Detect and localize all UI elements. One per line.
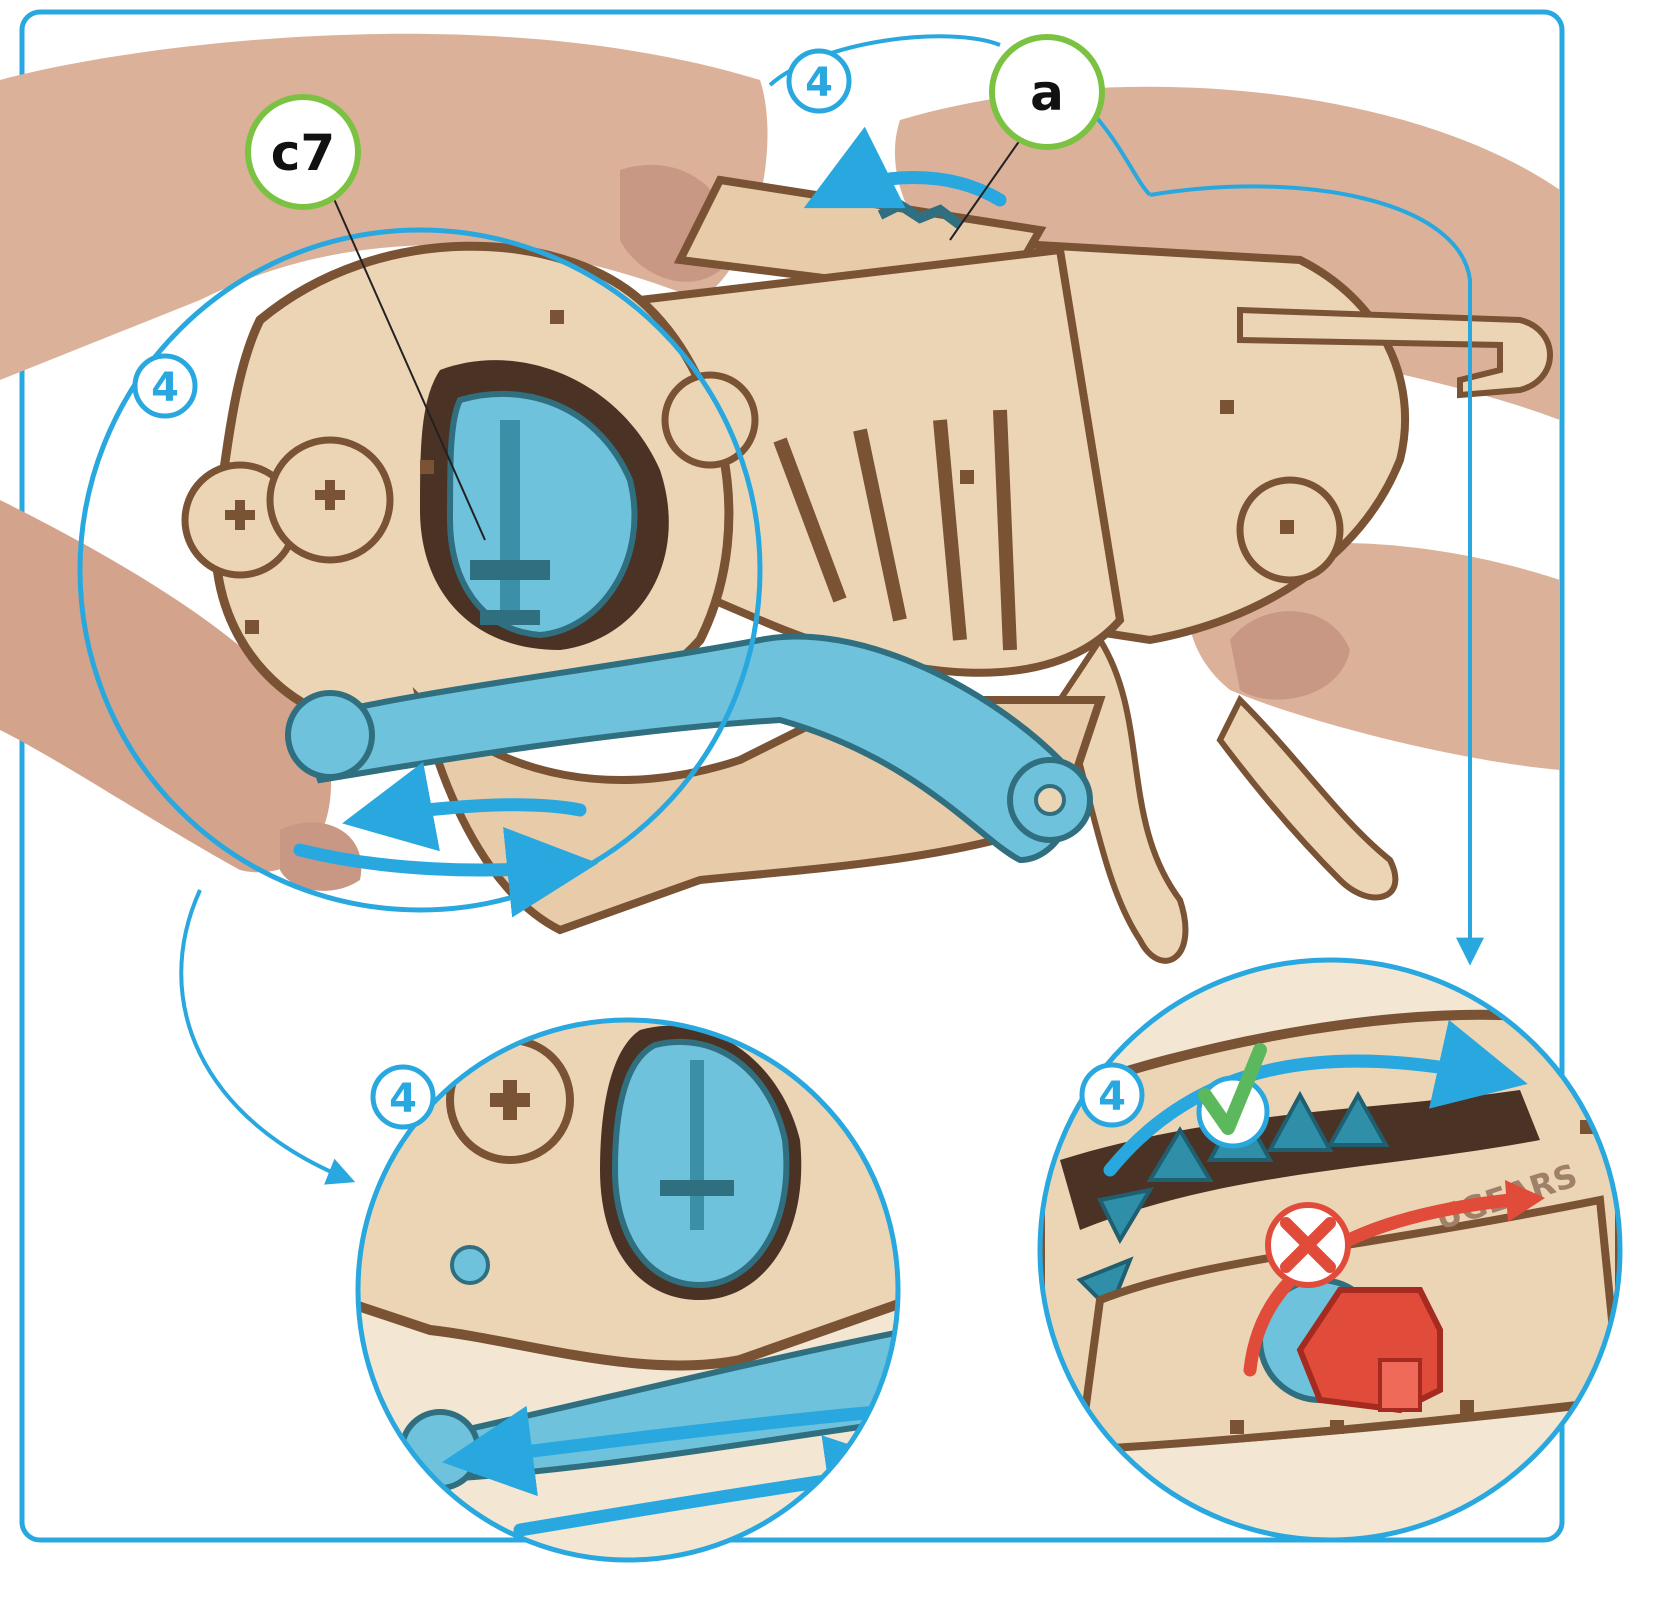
- svg-text:4: 4: [805, 60, 833, 106]
- svg-text:a: a: [1030, 64, 1064, 122]
- svg-text:4: 4: [151, 365, 179, 411]
- step-badge-main: 4: [135, 356, 195, 416]
- svg-text:4: 4: [1098, 1074, 1126, 1120]
- step-badge-detail-left: 4: [373, 1067, 433, 1127]
- svg-text:4: 4: [389, 1076, 417, 1122]
- svg-text:c7: c7: [271, 124, 335, 182]
- cross-icon: [1268, 1205, 1348, 1285]
- step-badge-detail-right: 4: [1082, 1065, 1142, 1125]
- step-badge-top: 4: [789, 51, 849, 111]
